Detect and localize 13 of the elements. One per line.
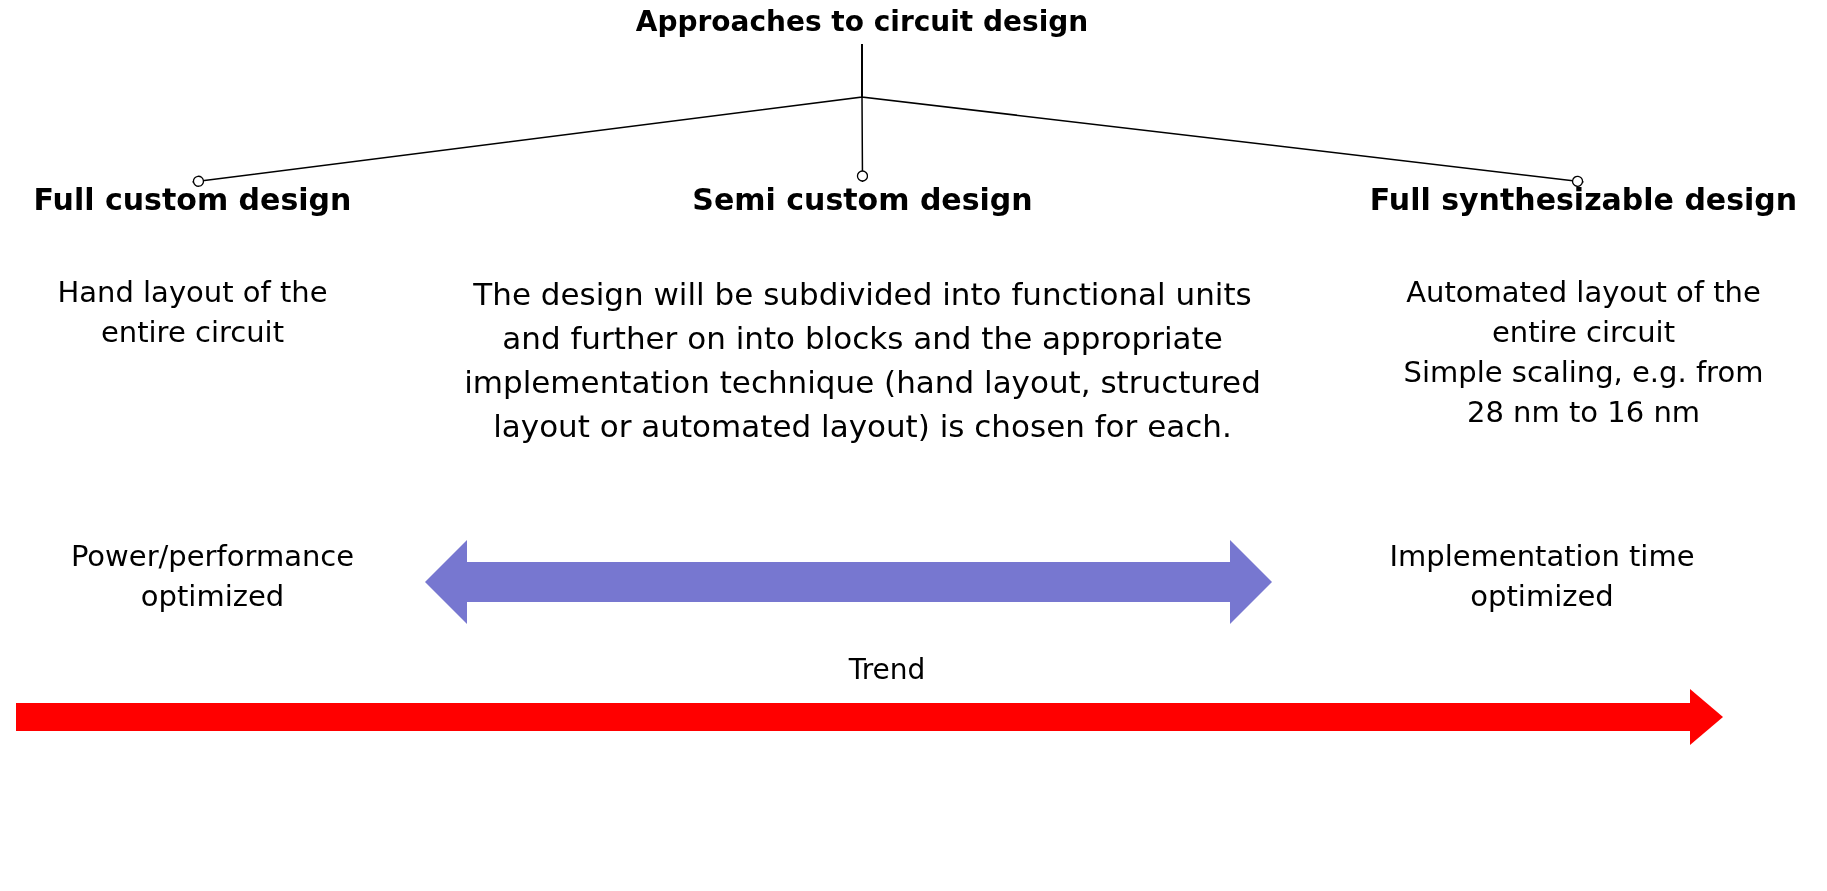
outcome-text: Implementation time optimized [1388, 538, 1696, 615]
description-text: Hand layout of the entire circuit [56, 274, 329, 351]
diagram-heading: Approaches to circuit design [635, 4, 1089, 40]
description-text: Automated layout of the entire circuit [1405, 274, 1762, 351]
column-heading: Full custom design [33, 182, 352, 218]
double-arrow [425, 540, 1272, 624]
tree-connector [861, 43, 1585, 187]
column-heading: Full synthesizable design [1369, 182, 1798, 218]
description-text: The design will be subdivided into functional units and further on into blocks and the appropriate implementation technique (hand layout, structured layout or automated layout) is chosen for each. [463, 275, 1262, 446]
arrow-label: Trend [847, 652, 927, 688]
outcome-text: Power/performance optimized [69, 538, 356, 615]
description-text: Simple scaling, e.g. from 28 nm to 16 nm [1402, 354, 1765, 431]
column-heading: Semi custom design [692, 182, 1033, 218]
